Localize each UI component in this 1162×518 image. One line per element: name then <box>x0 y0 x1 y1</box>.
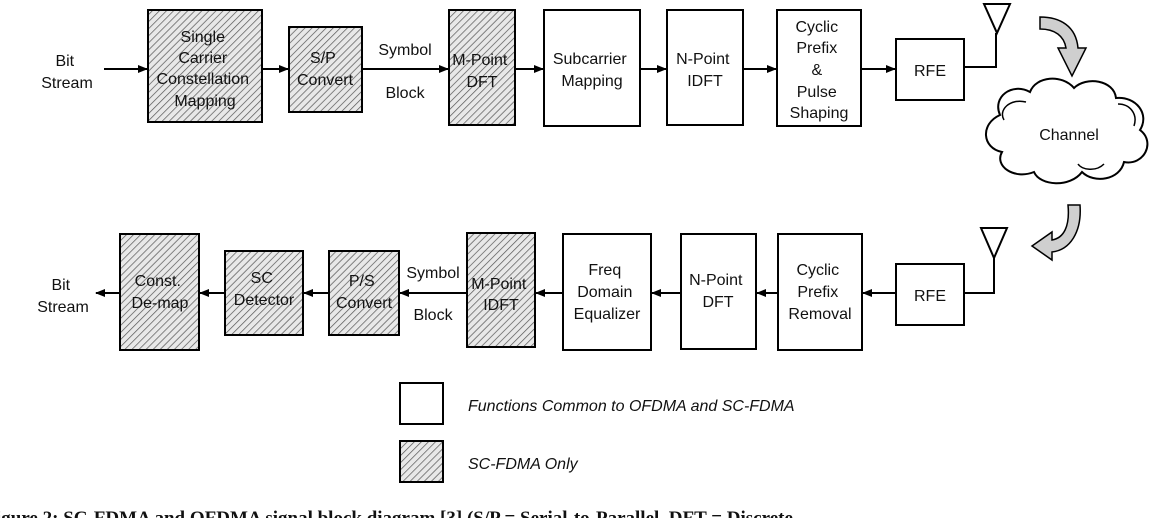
tx-rfe-block: RFE <box>895 38 965 101</box>
svg-text:Subcarrier Mapping: Subcarrier Mapping <box>553 51 631 90</box>
n-point-dft-block: N-Point DFT <box>680 233 757 350</box>
sc-detector-block: SC Detector <box>224 250 304 336</box>
svg-text:RFE: RFE <box>914 63 946 80</box>
cyclic-prefix-removal-block: Cyclic Prefix Removal <box>777 233 863 351</box>
curved-arrow-down-icon <box>1039 16 1088 78</box>
svg-text:M-Point IDFT: M-Point IDFT <box>471 276 531 314</box>
tx-input-label: Bit Stream <box>41 53 93 92</box>
curved-arrow-left-icon <box>1030 204 1081 262</box>
svg-text:SC-FDMA Only: SC-FDMA Only <box>468 456 579 473</box>
legend-common: Functions Common to OFDMA and SC-FDMA <box>399 382 795 425</box>
svg-text:Const. De-map: Const. De-map <box>132 273 189 312</box>
cyclic-prefix-pulse-shaping-block: Cyclic Prefix & Pulse Shaping <box>776 9 862 127</box>
sp-convert-block: S/P Convert <box>288 26 363 113</box>
m-point-dft-block: M-Point DFT <box>448 9 516 126</box>
freq-domain-equalizer-block: Freq Domain Equalizer <box>562 233 652 351</box>
figure-caption: igure 2: SC-FDMA and OFDMA signal block … <box>0 508 793 518</box>
single-carrier-mapping-block: Single Carrier Constellation Mapping <box>147 9 263 123</box>
svg-text:RFE: RFE <box>914 288 946 305</box>
svg-text:Channel: Channel <box>1039 127 1099 144</box>
rx-output-label: Bit Stream <box>37 277 89 316</box>
svg-text:Single Carrier Con: Single Carrier Constellation Mapping <box>157 29 254 110</box>
subcarrier-mapping-block: Subcarrier Mapping <box>543 9 641 127</box>
svg-text:Cyclic Prefix Remo: Cyclic Prefix Removal <box>788 262 851 323</box>
rx-rfe-block: RFE <box>895 263 965 326</box>
ps-convert-block: P/S Convert <box>328 250 400 336</box>
svg-text:S/P Convert: S/P Convert <box>297 50 354 89</box>
svg-text:Functions Common to OFDMA and: Functions Common to OFDMA and SC-FDMA <box>468 398 795 415</box>
channel-cloud: Channel <box>985 77 1149 185</box>
rx-antenna-icon <box>964 227 1009 294</box>
const-demap-block: Const. De-map <box>119 233 200 351</box>
tx-antenna-icon <box>964 3 1012 68</box>
m-point-idft-block: M-Point IDFT <box>466 232 536 348</box>
svg-text:SC Detector: SC Detector <box>234 270 295 309</box>
svg-text:N-Point DFT: N-Point DFT <box>689 272 747 311</box>
rx-block-label: Block <box>413 307 453 324</box>
legend-sc-fdma-only: SC-FDMA Only <box>399 440 579 483</box>
svg-text:P/S Convert: P/S Convert <box>336 273 393 312</box>
rx-symbol-label: Symbol <box>406 265 459 282</box>
svg-text:N-Point IDFT: N-Point IDFT <box>676 51 734 90</box>
svg-text:M-Point DFT: M-Point DFT <box>452 52 512 91</box>
tx-symbol-label: Symbol <box>378 42 431 59</box>
tx-block-label: Block <box>385 85 425 102</box>
svg-text:Freq Domain Equali: Freq Domain Equalizer <box>574 262 641 323</box>
svg-text:Cyclic Prefix &: Cyclic Prefix & Pulse Shaping <box>790 19 849 122</box>
n-point-idft-block: N-Point IDFT <box>666 9 744 126</box>
